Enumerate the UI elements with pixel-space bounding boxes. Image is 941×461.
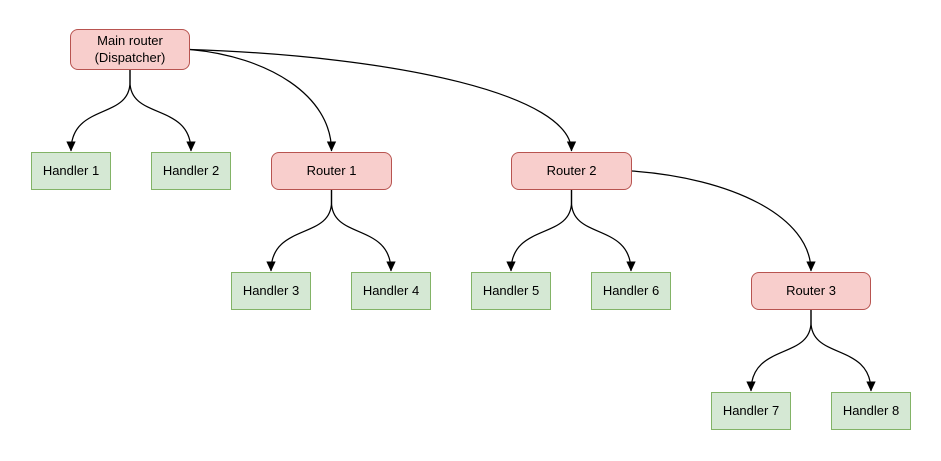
node-handler-6: Handler 6 [591, 272, 671, 310]
node-handler-7: Handler 7 [711, 392, 791, 430]
node-router-1: Router 1 [271, 152, 392, 190]
edge-main-router-to-router-2 [189, 48, 577, 152]
edge-main-router-to-router-1 [189, 48, 337, 152]
edge-router-2-to-handler-6 [570, 190, 636, 272]
node-main-router: Main router (Dispatcher) [70, 29, 190, 70]
node-handler-5: Handler 5 [471, 272, 551, 310]
edge-router-1-to-handler-3 [266, 190, 333, 272]
node-handler-3: Handler 3 [231, 272, 311, 310]
node-handler-8: Handler 8 [831, 392, 911, 430]
node-handler-2: Handler 2 [151, 152, 231, 190]
node-router-3: Router 3 [751, 272, 871, 310]
edge-router-3-to-handler-8 [810, 310, 876, 392]
edge-main-router-to-handler-2 [129, 70, 196, 152]
node-handler-4: Handler 4 [351, 272, 431, 310]
edge-router-2-to-router-3 [631, 170, 816, 272]
edge-router-1-to-handler-4 [330, 190, 396, 272]
edge-main-router-to-handler-1 [66, 70, 131, 152]
edge-router-2-to-handler-5 [506, 190, 573, 272]
node-handler-1: Handler 1 [31, 152, 111, 190]
node-router-2: Router 2 [511, 152, 632, 190]
edge-router-3-to-handler-7 [746, 310, 812, 392]
